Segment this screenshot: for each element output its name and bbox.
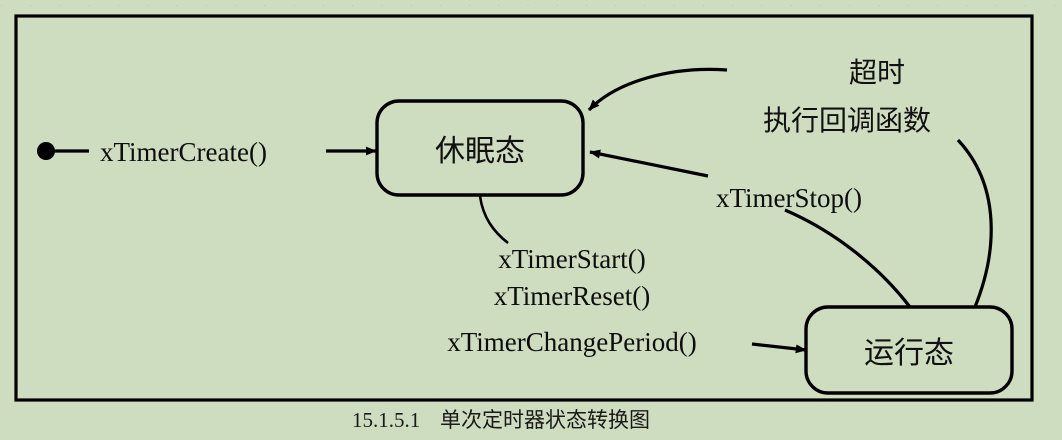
edge-label-xtimerstop: xTimerStop() <box>716 183 862 213</box>
edge-running-to-dormant-timeout-tail <box>956 138 993 308</box>
state-box-dormant[interactable] <box>375 99 585 197</box>
cut-off-text-remnant: ,,,,,,,,,,,,,,,,,,,,,,,,,,,,,,,,,,,,,,,, <box>0 0 1062 6</box>
edge-running-to-dormant-stop-head <box>589 149 709 178</box>
figure-border <box>14 14 1034 402</box>
edge-label-xtimerstart: xTimerStart() <box>498 244 646 274</box>
edge-label-xtimerreset: xTimerReset() <box>494 281 651 311</box>
edge-start-group-to-running <box>751 342 807 354</box>
state-label-running: 运行态 <box>864 336 954 371</box>
edge-label-timeout-line2: 执行回调函数 <box>763 104 931 137</box>
state-label-dormant: 休眠态 <box>435 134 525 169</box>
initial-state-dot <box>37 142 55 160</box>
caption-number: 15.1.5.1 <box>352 408 420 432</box>
edge-label-xtimercreate: xTimerCreate() <box>100 137 267 167</box>
edge-running-to-dormant-stop-tail <box>784 208 912 308</box>
edge-label-xtimerchangeperiod: xTimerChangePeriod() <box>447 327 696 357</box>
edge-running-to-dormant-timeout-head <box>587 67 728 112</box>
edge-label-timeout-line1: 超时 <box>849 56 905 89</box>
caption-title: 单次定时器状态转换图 <box>440 408 650 432</box>
edge-dormant-to-start-group-connector <box>478 195 509 245</box>
